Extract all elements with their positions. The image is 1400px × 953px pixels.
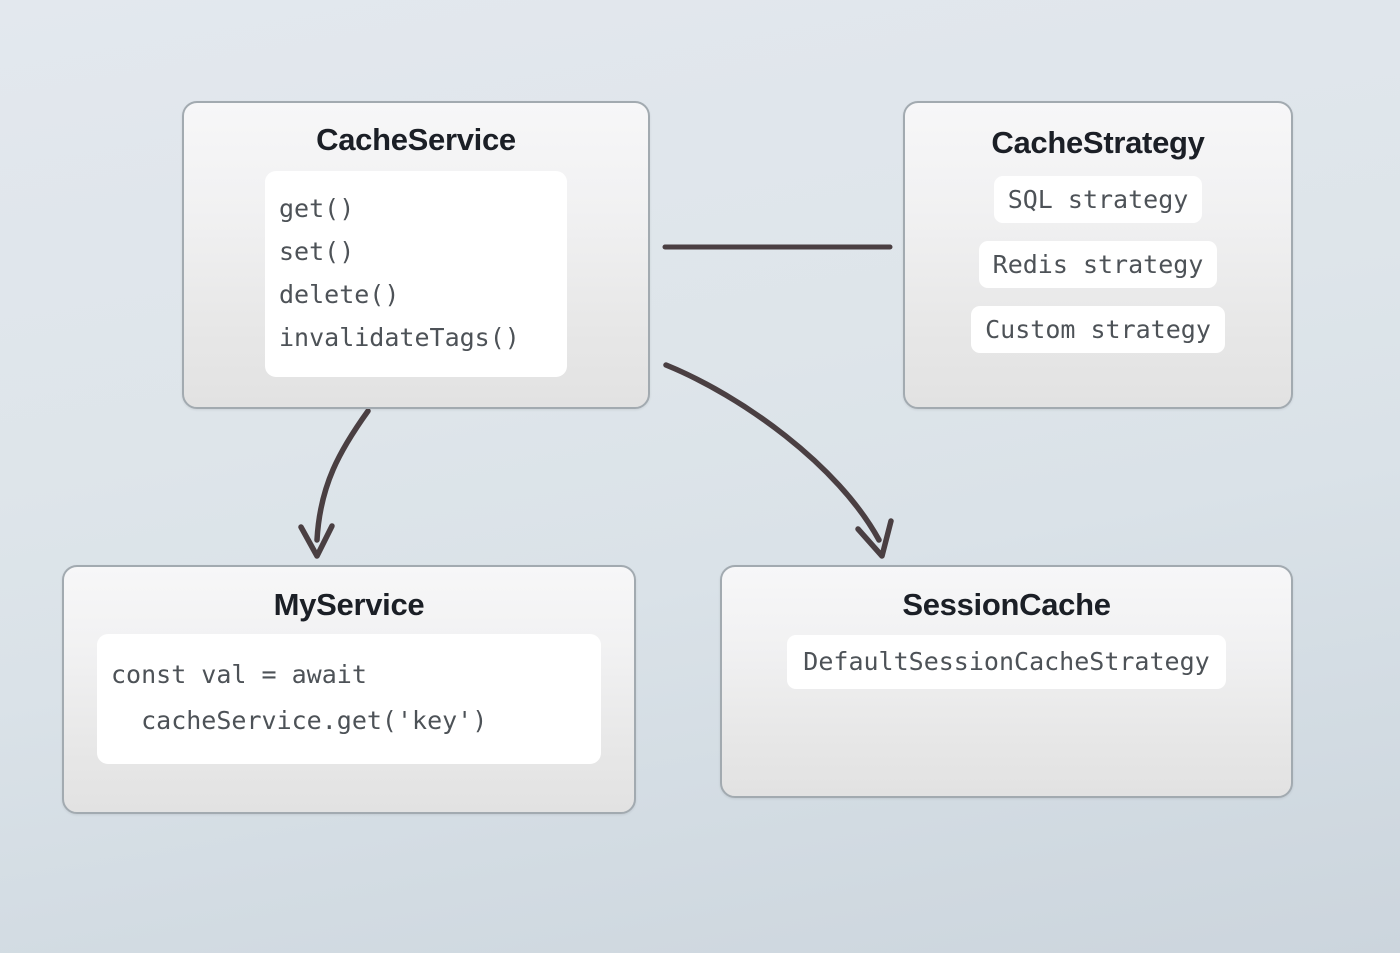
strategy-chip-sql[interactable]: SQL strategy [993, 176, 1203, 223]
node-my-service-code: const val = await cacheService.get('key'… [97, 634, 601, 764]
strategy-chip-custom[interactable]: Custom strategy [971, 306, 1225, 353]
node-cache-strategy-title: CacheStrategy [991, 125, 1205, 160]
method-delete: delete() [279, 280, 400, 309]
node-session-cache-title: SessionCache [902, 587, 1111, 622]
code-line-2: cacheService.get('key') [111, 706, 488, 735]
node-my-service-title: MyService [273, 587, 425, 622]
method-get: get() [279, 194, 355, 223]
code-line-1: const val = await [111, 660, 367, 689]
node-my-service[interactable]: MyService const val = await cacheService… [62, 565, 636, 814]
strategy-chip-redis[interactable]: Redis strategy [978, 241, 1218, 288]
node-cache-strategy[interactable]: CacheStrategy SQL strategy Redis strateg… [903, 101, 1293, 409]
method-set: set() [279, 237, 355, 266]
connector-cache-service-to-session-cache [663, 362, 894, 559]
strategy-chip-default-session-cache[interactable]: DefaultSessionCacheStrategy [787, 635, 1226, 689]
node-cache-service[interactable]: CacheService get() set() delete() invali… [182, 101, 650, 409]
method-invalidate-tags: invalidateTags() [279, 323, 520, 352]
connector-cache-service-to-my-service [298, 408, 371, 559]
node-cache-service-methods: get() set() delete() invalidateTags() [265, 171, 567, 377]
node-cache-service-title: CacheService [316, 122, 516, 157]
node-session-cache[interactable]: SessionCache DefaultSessionCacheStrategy [720, 565, 1293, 798]
strategy-chip-list: SQL strategy Redis strategy Custom strat… [971, 176, 1225, 353]
